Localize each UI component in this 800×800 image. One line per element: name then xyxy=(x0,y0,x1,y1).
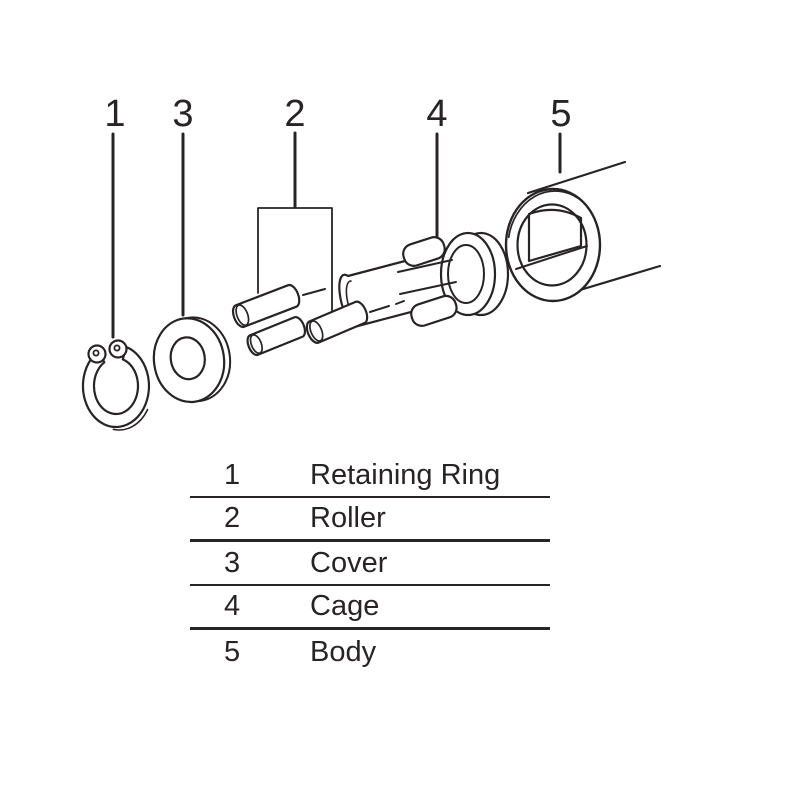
part-name-cell: Roller xyxy=(310,502,386,534)
cage-bottom-finger xyxy=(410,294,458,327)
part-name-cell: Cover xyxy=(310,546,388,579)
callout-label-2: 2 xyxy=(284,93,305,135)
body-bore-chord xyxy=(515,245,588,270)
body-bottom-edge xyxy=(568,264,662,295)
part-number-cell: 5 xyxy=(224,635,241,668)
leader-lines xyxy=(111,131,562,339)
part-name-cell: Body xyxy=(310,635,377,668)
callout-label-1: 1 xyxy=(104,93,125,135)
table-row: 1 Retaining Ring xyxy=(190,454,550,498)
callout-label-5: 5 xyxy=(550,93,571,135)
callout-label-4: 4 xyxy=(426,93,447,135)
part-name-cell: Cage xyxy=(310,590,380,622)
body-drawing xyxy=(504,160,662,303)
roller-1 xyxy=(231,283,301,329)
table-row: 4 Cage xyxy=(190,586,550,630)
leader-bracket-2 xyxy=(257,207,333,312)
body-square-bore xyxy=(527,208,583,263)
roller-drawing xyxy=(231,283,369,357)
table-row: 2 Roller xyxy=(190,498,550,542)
cover-drawing xyxy=(152,316,232,404)
part-number-cell: 2 xyxy=(224,502,241,534)
centerline-dashes xyxy=(302,288,405,313)
retaining-ring-drawing xyxy=(81,339,151,431)
ring-hole-right xyxy=(113,344,121,352)
body-top-edge xyxy=(526,160,627,195)
roller-3 xyxy=(305,300,369,344)
callout-labels: 1 3 2 4 5 xyxy=(104,93,571,135)
roller-2 xyxy=(246,315,307,357)
part-name-cell: Retaining Ring xyxy=(310,458,501,491)
parts-table: 1 Retaining Ring 2 Roller 3 Cover 4 Cage… xyxy=(190,454,550,674)
ring-hole-left xyxy=(92,349,100,357)
callout-label-3: 3 xyxy=(172,93,193,135)
part-number-cell: 4 xyxy=(224,590,241,622)
table-row: 3 Cover xyxy=(190,542,550,586)
part-number-cell: 1 xyxy=(224,458,241,491)
part-number-cell: 3 xyxy=(224,546,241,579)
table-row: 5 Body xyxy=(190,630,550,674)
cage-top-finger xyxy=(402,236,446,267)
